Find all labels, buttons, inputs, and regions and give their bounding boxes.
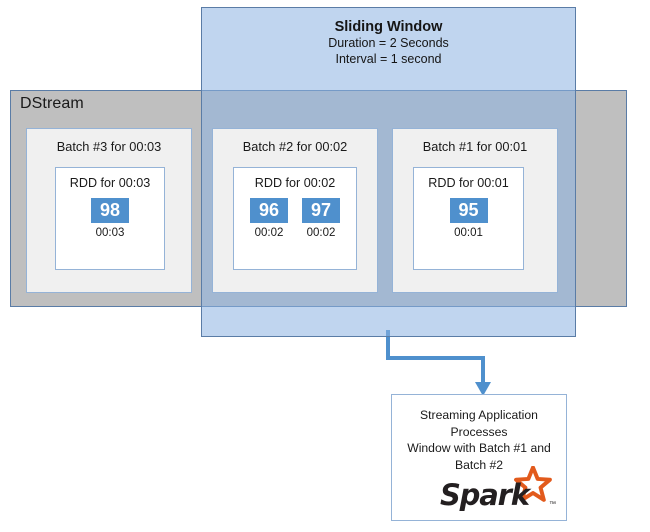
rdd-box-1: RDD for 00:01 95 00:01 bbox=[413, 167, 524, 270]
sliding-window-title: Sliding Window bbox=[334, 19, 443, 35]
rdd-cell-time: 00:02 bbox=[254, 227, 284, 239]
spark-logo: Spark ™ bbox=[440, 466, 558, 514]
rdd-cell-time: 00:03 bbox=[95, 227, 125, 239]
spark-trademark: ™ bbox=[549, 501, 556, 508]
rdd-cell: 97 00:02 bbox=[302, 198, 340, 239]
rdd-title-2: RDD for 00:02 bbox=[254, 176, 336, 190]
flow-arrow-icon bbox=[386, 330, 491, 396]
rdd-cells-3: 98 00:03 bbox=[56, 198, 164, 239]
rdd-cell-value: 97 bbox=[302, 198, 340, 223]
spark-star-icon bbox=[514, 466, 552, 502]
rdd-cell-time: 00:01 bbox=[454, 227, 483, 239]
rdd-box-2: RDD for 00:02 96 00:02 97 00:02 bbox=[233, 167, 357, 270]
rdd-title-1: RDD for 00:01 bbox=[428, 176, 509, 190]
result-box: Streaming Application Processes Window w… bbox=[391, 394, 567, 521]
rdd-title-3: RDD for 00:03 bbox=[69, 176, 151, 190]
batch-title-2: Batch #2 for 00:02 bbox=[242, 139, 348, 154]
rdd-cell-value: 96 bbox=[250, 198, 288, 223]
rdd-cells-2: 96 00:02 97 00:02 bbox=[234, 198, 356, 239]
rdd-cells-1: 95 00:01 bbox=[414, 198, 523, 239]
sliding-window-duration: Duration = 2 Seconds bbox=[328, 36, 449, 50]
rdd-cell: 96 00:02 bbox=[250, 198, 288, 239]
result-text: Streaming Application Processes Window w… bbox=[407, 408, 551, 472]
spark-wordmark: Spark bbox=[440, 478, 530, 512]
batch-title-3: Batch #3 for 00:03 bbox=[56, 139, 162, 154]
rdd-cell-value: 98 bbox=[91, 198, 129, 223]
dstream-label: DStream bbox=[20, 95, 84, 112]
rdd-cell-value: 95 bbox=[449, 198, 488, 223]
rdd-cell: 98 00:03 bbox=[91, 198, 129, 239]
sliding-window-interval: Interval = 1 second bbox=[335, 52, 442, 66]
rdd-cell-time: 00:02 bbox=[306, 227, 336, 239]
rdd-box-3: RDD for 00:03 98 00:03 bbox=[55, 167, 165, 270]
rdd-cell: 95 00:01 bbox=[449, 198, 488, 239]
batch-title-1: Batch #1 for 00:01 bbox=[422, 139, 528, 154]
